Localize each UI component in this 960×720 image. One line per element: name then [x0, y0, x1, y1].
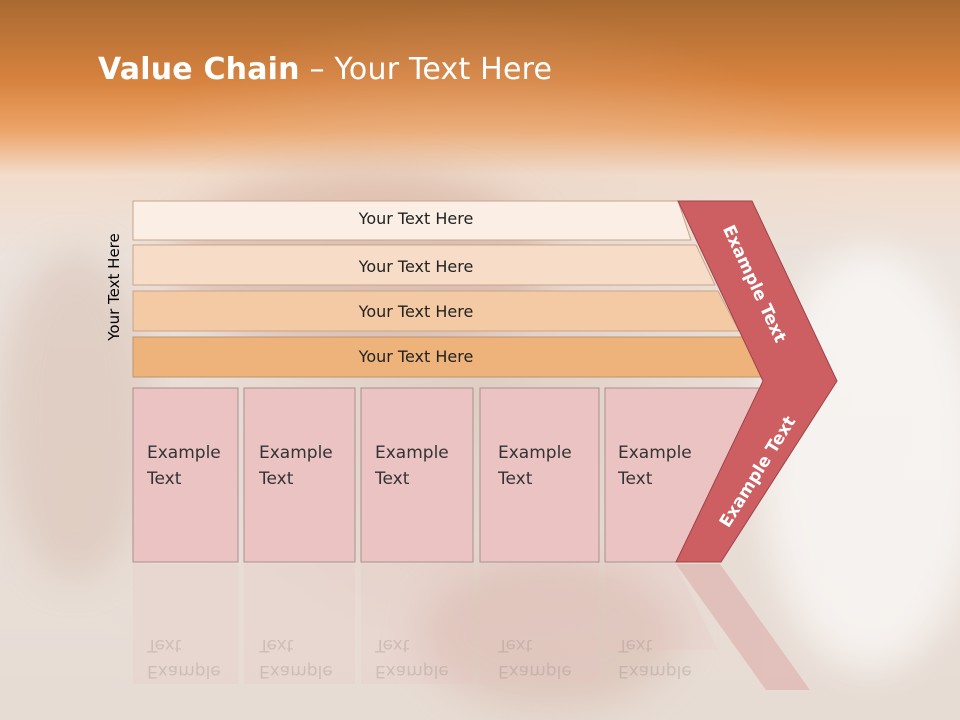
- row-bar-1[interactable]: [132, 200, 692, 241]
- support-box-4[interactable]: [479, 387, 600, 563]
- support-box-label-2: Example Text: [259, 443, 333, 489]
- reflection-label: Example Text: [259, 635, 333, 681]
- support-box-label-5: Example Text: [618, 443, 692, 489]
- title-rest: – Your Text Here: [299, 52, 553, 87]
- support-box-label-4: Example Text: [498, 443, 572, 489]
- reflection-label: Example Text: [147, 635, 221, 681]
- background-blob: [0, 250, 150, 580]
- slide-title: Value Chain – Your Text Here: [98, 52, 552, 87]
- row-label-2: Your Text Here: [358, 257, 474, 276]
- support-box-1[interactable]: [132, 387, 239, 563]
- reflection-label: Example Text: [618, 635, 692, 681]
- support-box-2[interactable]: [243, 387, 356, 563]
- row-bar-2[interactable]: [132, 244, 716, 286]
- title-bold: Value Chain: [98, 52, 300, 87]
- chevron-arrow[interactable]: [675, 200, 838, 563]
- support-box-label-3: Example Text: [375, 443, 449, 489]
- row-label-4: Your Text Here: [358, 347, 474, 366]
- reflection-label: Example Text: [498, 635, 572, 681]
- support-box-label-1: Example Text: [147, 443, 221, 489]
- row-label-1: Your Text Here: [358, 209, 474, 228]
- reflection-label: Example Text: [375, 635, 449, 681]
- row-label-3: Your Text Here: [358, 302, 474, 321]
- support-box-3[interactable]: [360, 387, 474, 563]
- reflection-group: [133, 564, 810, 690]
- background-blob: [420, 560, 680, 710]
